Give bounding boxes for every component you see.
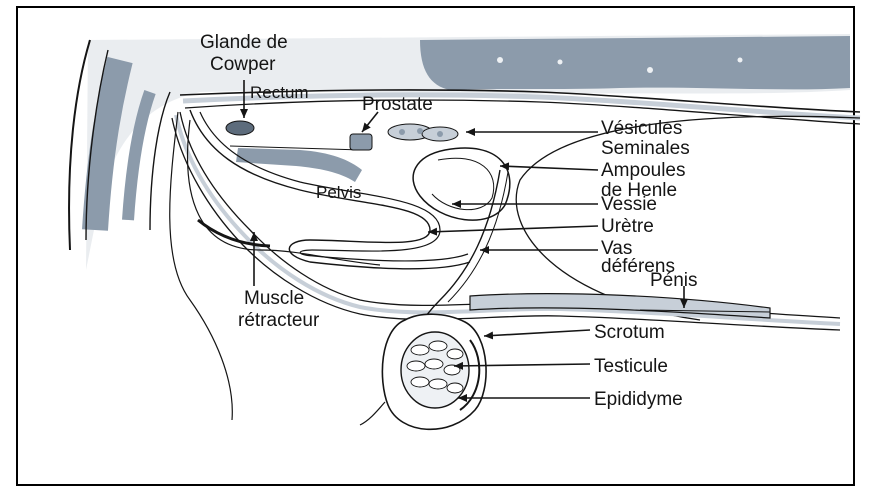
label-ampoules-line1: Ampoules xyxy=(601,160,686,181)
scrotum xyxy=(360,314,486,429)
label-prostate: Prostate xyxy=(362,94,433,115)
label-glande-line2: Cowper xyxy=(210,54,276,75)
label-uretre: Urètre xyxy=(601,216,654,237)
arrow-scrotum xyxy=(484,330,590,336)
label-muscle-line2: rétracteur xyxy=(238,310,320,331)
label-penis: Pénis xyxy=(650,270,698,291)
label-vessie: Vessie xyxy=(601,194,657,215)
label-muscle-line1: Muscle xyxy=(244,288,304,309)
label-epididyme: Epididyme xyxy=(594,389,683,410)
label-pelvis: Pelvis xyxy=(316,183,361,202)
arrow-uretre xyxy=(428,226,598,232)
arrow-ampoules xyxy=(500,166,598,170)
cowper-gland xyxy=(226,121,254,135)
tail-line xyxy=(170,112,233,420)
label-scrotum: Scrotum xyxy=(594,322,665,343)
testis-texture xyxy=(407,341,463,393)
penis xyxy=(470,294,770,318)
label-vesicules-line2: Seminales xyxy=(601,138,690,159)
arrow-prostate xyxy=(362,112,378,132)
prostate-gland xyxy=(350,134,372,150)
label-testicule: Testicule xyxy=(594,356,668,377)
seminal-vesicles xyxy=(388,124,458,141)
label-glande-line1: Glande de xyxy=(200,32,288,53)
label-rectum: Rectum xyxy=(250,83,309,102)
label-vesicules-line1: Vésicules xyxy=(601,118,682,139)
pelvis-bone xyxy=(230,146,362,182)
